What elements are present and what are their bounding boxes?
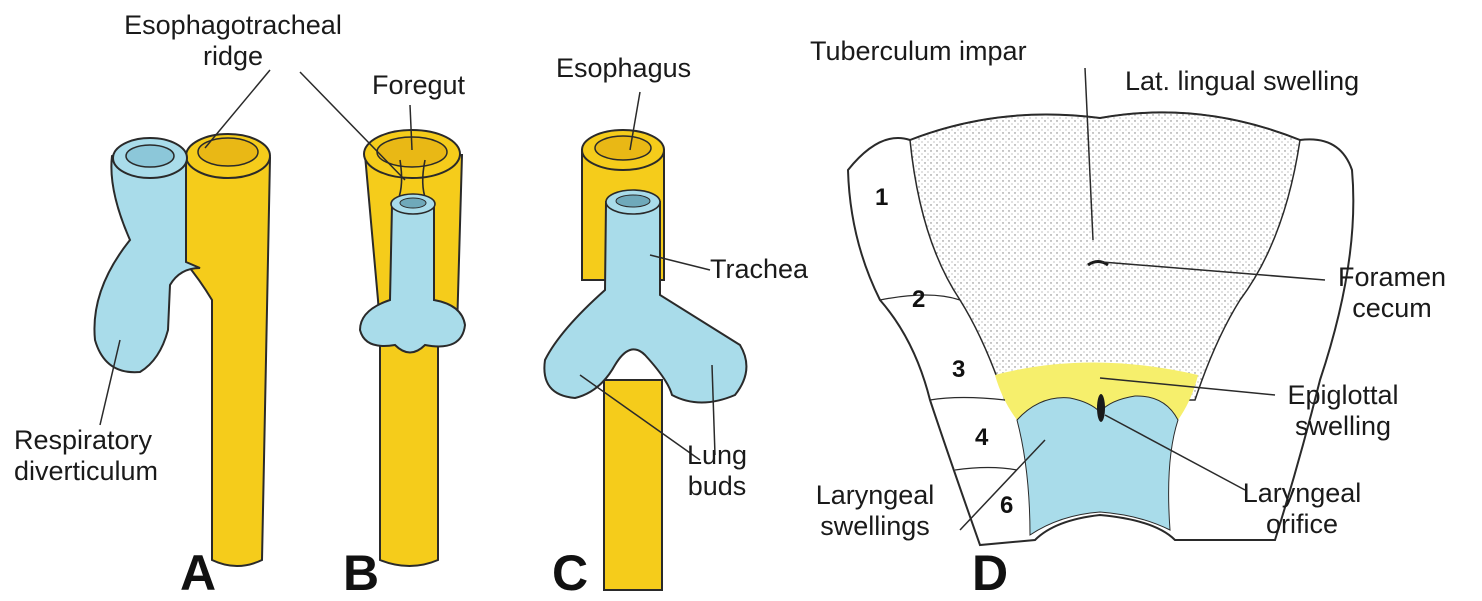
respiratory-diverticulum-label: Respiratory diverticulum [14, 425, 158, 487]
panel-c-figure [544, 130, 746, 590]
esophagus-label: Esophagus [556, 53, 691, 84]
trachea-label: Trachea [710, 254, 808, 285]
arch-number-4: 4 [975, 424, 988, 452]
arch-number-3: 3 [952, 356, 965, 384]
lung-buds-label: Lung buds [682, 440, 752, 502]
laryngeal-swellings-label: Laryngeal swellings [800, 480, 950, 542]
panel-b-figure [360, 130, 465, 566]
esophagotracheal-ridge-label: Esophagotracheal ridge [118, 10, 348, 72]
panel-a-figure [94, 134, 270, 566]
trachea-c [544, 202, 746, 403]
laryngeal-orifice-label: Laryngeal orifice [1232, 478, 1372, 540]
esophagus-lower-b [380, 345, 438, 566]
panel-label-b: B [343, 548, 379, 598]
arch-number-1: 1 [875, 184, 888, 212]
respiratory-diverticulum-a [94, 148, 200, 372]
esophagus-tube-a [185, 158, 270, 566]
esophagus-lower-c [604, 380, 662, 590]
panel-label-c: C [552, 548, 588, 598]
panel-label-d: D [972, 548, 1008, 598]
foramen-cecum-label: Foramen cecum [1322, 262, 1462, 324]
tuberculum-impar-label: Tuberculum impar [810, 36, 1027, 67]
panel-label-a: A [180, 548, 216, 598]
lat-lingual-swelling-label: Lat. lingual swelling [1125, 66, 1359, 97]
laryngeal-orifice-shape [1097, 394, 1105, 422]
arch-number-6: 6 [1000, 492, 1013, 520]
foregut-label: Foregut [372, 70, 465, 101]
arch-number-2: 2 [912, 286, 925, 314]
epiglottal-swelling-label: Epiglottal swelling [1268, 380, 1418, 442]
